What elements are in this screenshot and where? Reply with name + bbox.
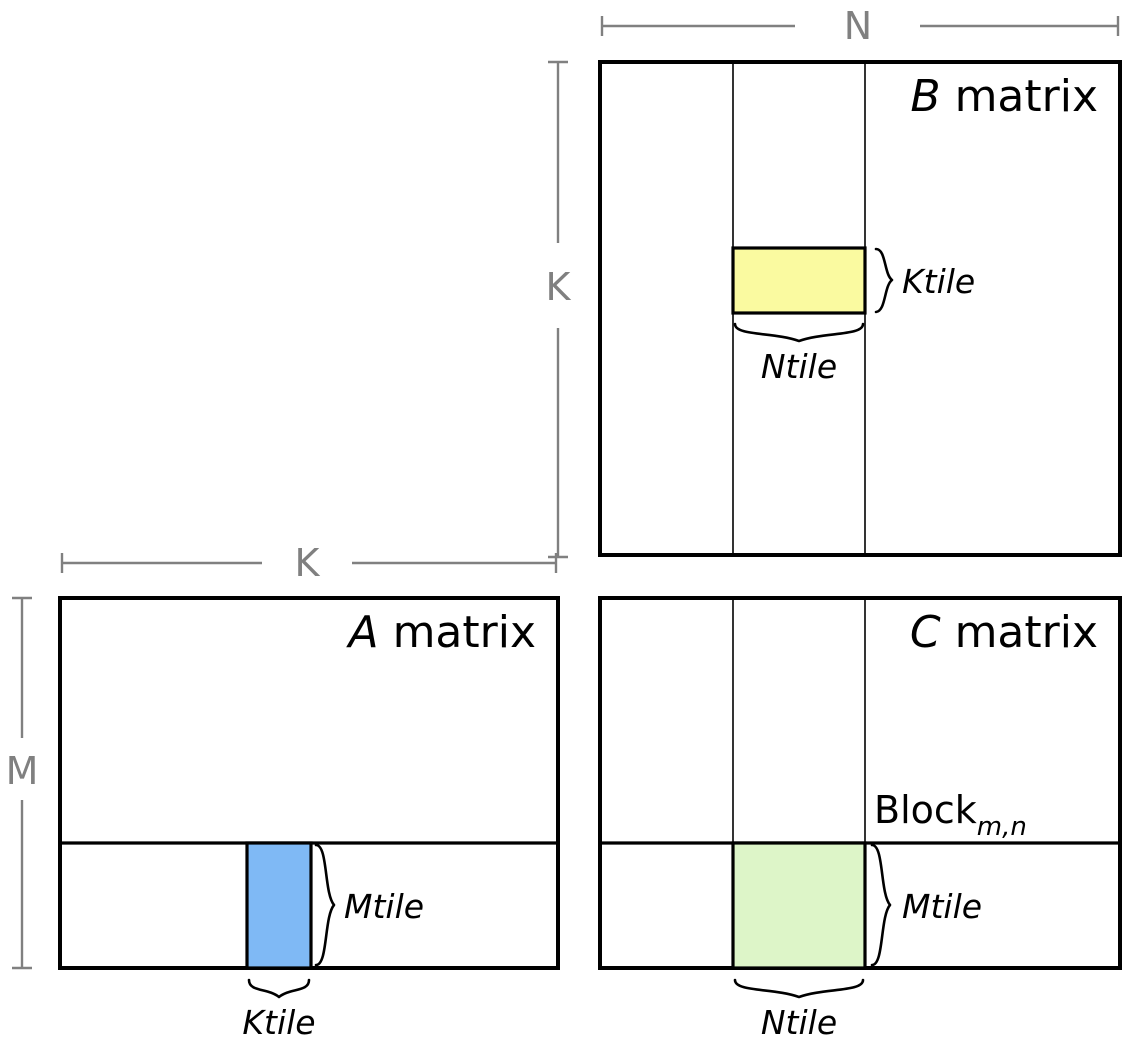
c-matrix-ntile-label: Ntile — [761, 1003, 837, 1042]
b-matrix-ktile-label: Ktile — [902, 262, 975, 301]
b-matrix-ktile-annotation: Ktile — [874, 247, 975, 314]
b-matrix-ntile-annotation: Ntile — [733, 322, 865, 386]
c-matrix-block-label: Blockm,n — [874, 788, 1027, 842]
c-matrix-ntile-annotation: Ntile — [733, 978, 865, 1042]
dimension-n-label: N — [844, 4, 872, 48]
a-matrix-mtile-label: Mtile — [344, 887, 424, 926]
dimension-k-vertical-label: K — [546, 265, 572, 309]
c-matrix-mtile-annotation: Mtile — [870, 843, 982, 967]
a-matrix-title-word: matrix — [393, 607, 536, 658]
b-matrix-title: B matrix — [910, 71, 1098, 122]
dimension-m: M — [6, 596, 39, 970]
b-matrix-ktile-brace — [874, 247, 894, 314]
a-matrix-active-tile — [245, 841, 313, 970]
a-matrix: A matrix — [58, 596, 560, 970]
c-matrix: C matrix Blockm,n — [598, 596, 1122, 970]
dimension-m-label: M — [6, 749, 39, 793]
a-matrix-ktile-annotation: Ktile — [242, 978, 316, 1042]
b-matrix-ntile-brace — [733, 322, 865, 343]
a-matrix-mtile-annotation: Mtile — [314, 843, 424, 967]
a-matrix-mtile-brace — [314, 843, 336, 967]
dimension-k-vertical: K — [546, 60, 572, 559]
b-matrix-title-word: matrix — [955, 71, 1098, 122]
c-matrix-title: C matrix — [910, 607, 1098, 658]
a-matrix-title: A matrix — [345, 607, 536, 658]
b-matrix-title-var: B — [910, 71, 940, 122]
c-matrix-active-tile — [731, 841, 867, 970]
dimension-n: N — [600, 4, 1120, 48]
dimension-k-horizontal-label: K — [295, 541, 321, 585]
c-matrix-mtile-brace — [870, 843, 892, 967]
a-matrix-title-var: A — [345, 607, 378, 658]
b-matrix-active-tile — [731, 246, 867, 315]
c-matrix-ntile-brace — [733, 978, 865, 999]
c-matrix-block-label-text: Block — [874, 788, 977, 832]
dimension-k-horizontal: K — [60, 541, 558, 585]
b-matrix-ntile-label: Ntile — [761, 347, 837, 386]
a-matrix-ktile-label: Ktile — [242, 1003, 315, 1042]
c-matrix-title-var: C — [910, 607, 941, 658]
a-matrix-ktile-brace — [247, 978, 311, 999]
c-matrix-mtile-label: Mtile — [902, 887, 982, 926]
c-matrix-block-subscript: m,n — [977, 812, 1027, 842]
b-matrix: B matrix — [598, 60, 1122, 557]
c-matrix-title-word: matrix — [955, 607, 1098, 658]
